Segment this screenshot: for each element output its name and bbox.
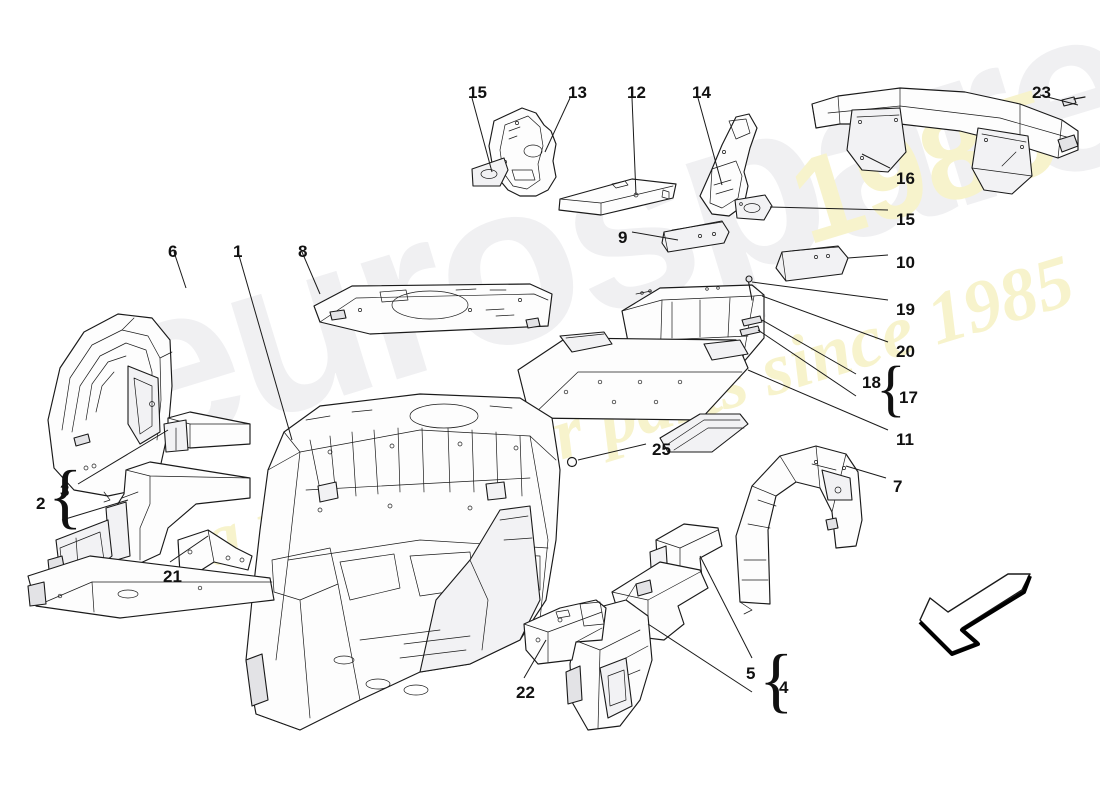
part-6-wheel-housing-outer — [47, 313, 173, 503]
direction-arrow — [918, 573, 1032, 656]
part-14-right-inner-pillar — [699, 113, 758, 217]
leader-lines — [61, 94, 1079, 693]
callout-20: 20 — [896, 342, 915, 361]
part-3-upper-rail — [163, 411, 251, 453]
callout-5: 5 — [746, 664, 756, 683]
callout-1: 1 — [233, 242, 243, 261]
callout-21: 21 — [163, 567, 182, 586]
callout-25: 25 — [652, 440, 671, 459]
part-1-left-sill — [27, 555, 275, 619]
callout-2: 2 — [36, 494, 46, 513]
callout-3: 3 — [60, 481, 70, 500]
callout-11: 11 — [896, 430, 914, 449]
part-12-rear-cross-member — [558, 178, 677, 216]
callout-15-top-left: 15 — [468, 83, 487, 102]
part-8-rear-parcel-shelf — [313, 283, 553, 335]
callout-17: 17 — [899, 388, 918, 407]
part-15-right-bracket — [734, 194, 773, 221]
callout-19: 19 — [896, 300, 915, 319]
part-16-rear-bumper-beam — [811, 87, 1079, 195]
callout-4: 4 — [779, 678, 789, 697]
part-18-17-reinforcements — [659, 413, 749, 453]
callout-9: 9 — [618, 228, 628, 247]
callout-13: 13 — [568, 83, 587, 102]
part-22-bracket — [523, 599, 607, 665]
callout-6: 6 — [168, 242, 178, 261]
callout-16: 16 — [896, 169, 915, 188]
callout-23: 23 — [1032, 83, 1051, 102]
part-10-bracket — [775, 245, 849, 282]
callout-10: 10 — [896, 253, 915, 272]
brace-group-4: { — [759, 640, 794, 720]
part-4-rear-frame-rail — [565, 561, 709, 731]
part-7-rear-wheel-arch-inner — [735, 445, 863, 615]
part-25-weld-point — [566, 456, 578, 468]
part-11-floor-panel — [517, 331, 749, 421]
part-1-rear-floor-assembly — [245, 393, 561, 731]
part-9-bracket — [661, 220, 730, 253]
callout-14: 14 — [692, 83, 711, 102]
brace-group-2: { — [48, 456, 83, 536]
callout-12: 12 — [627, 83, 646, 102]
brace-group-17: { — [876, 355, 906, 423]
callout-7: 7 — [893, 477, 903, 496]
part-15-left-bracket — [471, 157, 509, 187]
callout-18: 18 — [862, 373, 881, 392]
callout-22: 22 — [516, 683, 535, 702]
callout-8: 8 — [298, 242, 308, 261]
callout-15-right: 15 — [896, 210, 915, 229]
